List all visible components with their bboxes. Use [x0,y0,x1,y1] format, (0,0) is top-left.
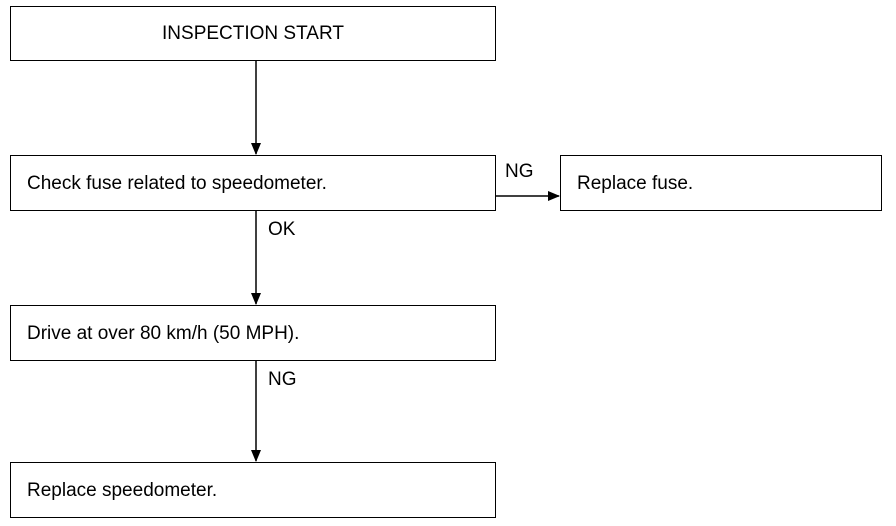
inspection-start-text: INSPECTION START [162,23,344,44]
replace-fuse-text: Replace fuse. [577,172,694,194]
drive-test-box: Drive at over 80 km/h (50 MPH). [10,305,496,361]
check-fuse-box: Check fuse related to speedometer. [10,155,496,211]
drive-ng-label: NG [268,369,297,390]
check-fuse-text: Check fuse related to speedometer. [27,172,327,194]
replace-speedometer-box: Replace speedometer. [10,462,496,518]
inspection-start-box: INSPECTION START [10,6,496,61]
fuse-ok-label: OK [268,219,296,240]
fuse-ng-label: NG [505,161,534,182]
drive-test-text: Drive at over 80 km/h (50 MPH). [27,322,300,344]
replace-speedometer-text: Replace speedometer. [27,479,218,501]
replace-fuse-box: Replace fuse. [560,155,882,211]
